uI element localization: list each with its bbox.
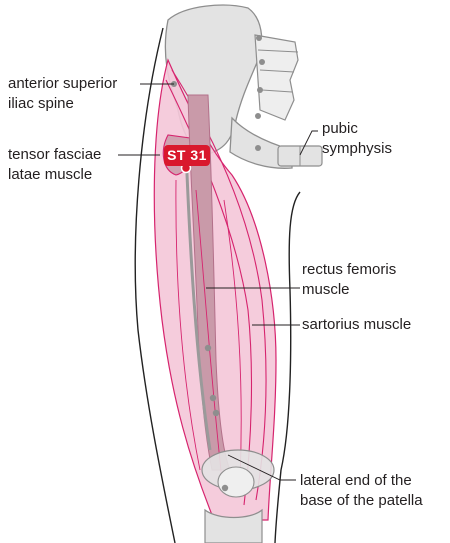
asis-label-line1: anterior superior (8, 75, 118, 92)
inner-thigh-outline (274, 191, 301, 543)
sacrum (254, 34, 299, 121)
sartorius-label: sartorius muscle (302, 316, 412, 333)
patella-label-line1: lateral end of the (300, 472, 412, 489)
rectus-label-line2: muscle (302, 281, 350, 298)
rectus-label-line1: rectus femoris (302, 261, 397, 278)
tibia-top (204, 508, 263, 543)
patella (217, 466, 255, 498)
ischium-bone (229, 116, 293, 169)
tfl-label-line2: latae muscle (8, 166, 93, 183)
leg-outline (134, 27, 176, 543)
patella-label-line2: base of the patella (300, 492, 423, 509)
pubic-label-line2: symphysis (322, 140, 393, 157)
tfl-label-line1: tensor fasciae (8, 146, 102, 163)
thigh-muscles (153, 58, 277, 521)
asis-label-line2: iliac spine (8, 95, 74, 112)
femur-shaft (184, 149, 212, 451)
st31-point-label: ST 31 (164, 145, 210, 166)
pubic-label-line1: pubic (322, 120, 358, 137)
